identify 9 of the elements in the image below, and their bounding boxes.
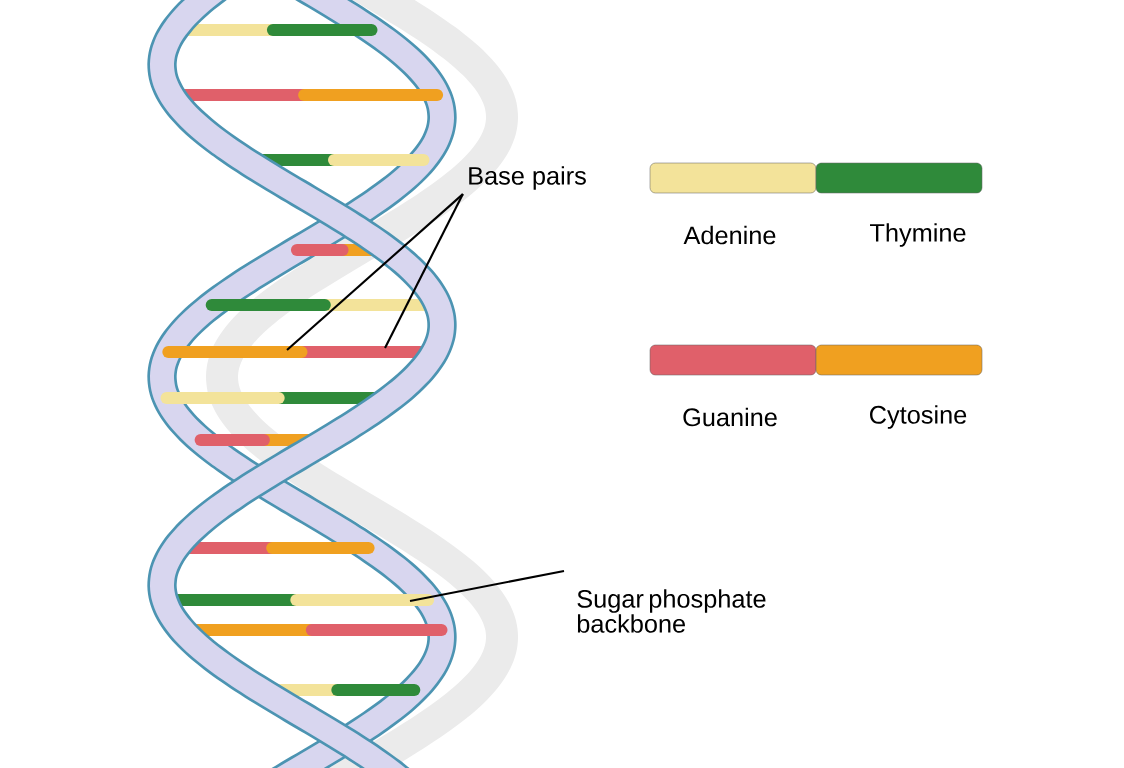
leader-line xyxy=(384,193,464,349)
legend-label: Guanine xyxy=(683,407,777,427)
callout-label: Sugar phosphate backbone xyxy=(577,589,766,633)
legend-label: Adenine xyxy=(683,225,776,245)
legend-label: Cytosine xyxy=(870,405,967,429)
legend-label: Thymine xyxy=(870,223,966,247)
callout-label: Base pairs xyxy=(469,166,586,190)
leader-line xyxy=(409,569,565,603)
leader-line xyxy=(286,193,464,351)
